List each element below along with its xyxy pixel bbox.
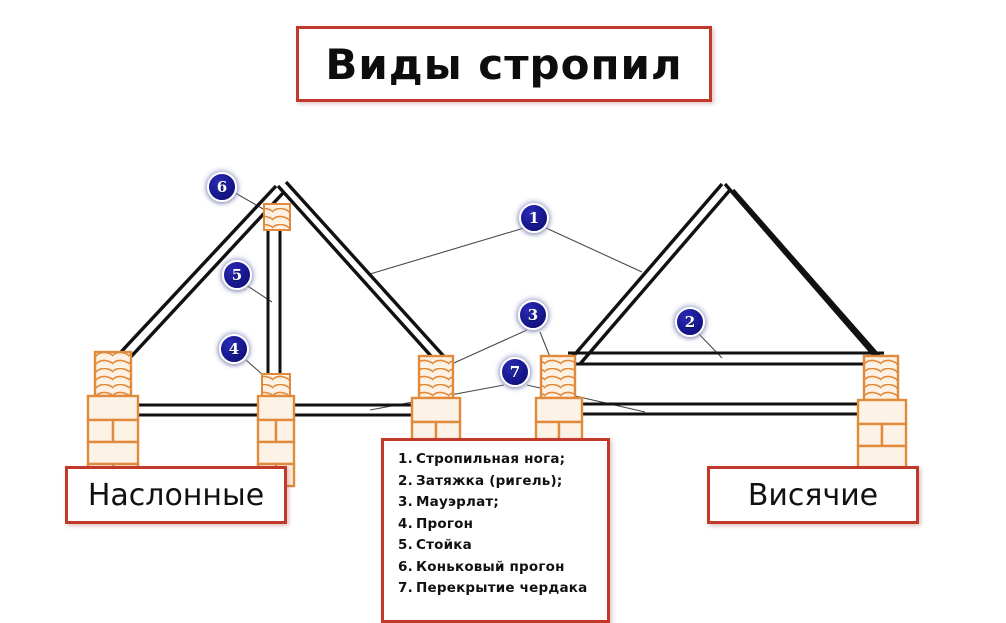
tie-beam (568, 351, 884, 366)
legend-item-1-text: Стропильная нога; (416, 451, 566, 467)
callout-marker-7[interactable]: 7 (500, 357, 530, 387)
legend-item-7-text: Перекрытие чердака (416, 580, 588, 596)
purlin-block (261, 373, 291, 397)
legend-item-3-text: Мауэрлат; (416, 494, 500, 510)
legend-item-7: 7.Перекрытие чердака (398, 578, 607, 600)
callout-marker-4[interactable]: 4 (219, 334, 249, 364)
legend-item-3: 3.Мауэрлат; (398, 492, 607, 514)
callout-marker-7-label: 7 (509, 362, 521, 381)
legend-item-5: 5.Стойка (398, 535, 607, 557)
callout-marker-5[interactable]: 5 (222, 260, 252, 290)
legend-item-4: 4.Прогон (398, 514, 607, 536)
callout-marker-1[interactable]: 1 (519, 203, 549, 233)
callout-marker-4-label: 4 (228, 339, 240, 358)
legend-list: 1.Стропильная нога; 2.Затяжка (ригель); … (398, 449, 607, 600)
legend-item-2-number: 2. (398, 472, 413, 489)
right-truss-left-rafter (568, 182, 732, 366)
label-naslonnye: Наслонные (87, 477, 265, 513)
legend-item-2-text: Затяжка (ригель); (416, 472, 563, 489)
king-post (266, 214, 282, 381)
legend-box: 1.Стропильная нога; 2.Затяжка (ригель); … (381, 438, 610, 623)
legend-item-1-number: 1. (398, 451, 413, 467)
legend-item-6: 6.Коньковый прогон (398, 557, 607, 579)
right-floor-beam (568, 402, 878, 416)
title-box: Виды стропил (296, 26, 712, 102)
legend-item-5-number: 5. (398, 537, 413, 553)
legend-item-6-text: Коньковый прогон (416, 558, 565, 575)
legend-item-3-number: 3. (398, 494, 413, 510)
page-title: Виды стропил (325, 39, 683, 89)
callout-marker-6[interactable]: 6 (207, 172, 237, 202)
callout-marker-3[interactable]: 3 (518, 300, 548, 330)
label-visyachie: Висячие (747, 477, 879, 513)
legend-item-2: 2.Затяжка (ригель); (398, 471, 607, 493)
ridge-block (263, 203, 291, 231)
legend-item-6-number: 6. (398, 558, 413, 575)
legend-item-4-text: Прогон (416, 515, 474, 532)
legend-item-7-number: 7. (398, 580, 413, 596)
left-rafter-plank (104, 184, 285, 377)
callout-marker-2-label: 2 (684, 312, 696, 331)
right-truss-right-rafter (723, 182, 888, 366)
legend-item-4-number: 4. (398, 515, 413, 532)
callout-marker-3-label: 3 (527, 305, 539, 324)
callout-marker-2[interactable]: 2 (675, 307, 705, 337)
label-box-visyachie: Висячие (707, 466, 919, 524)
callout-marker-6-label: 6 (216, 177, 228, 196)
legend-item-5-text: Стойка (416, 537, 472, 553)
legend-item-1: 1.Стропильная нога; (398, 449, 607, 471)
right-rafter-plank (276, 180, 451, 368)
callout-marker-5-label: 5 (231, 265, 243, 284)
leader-lines (229, 189, 723, 413)
callout-marker-1-label: 1 (528, 208, 540, 227)
label-box-naslonnye: Наслонные (65, 466, 287, 524)
